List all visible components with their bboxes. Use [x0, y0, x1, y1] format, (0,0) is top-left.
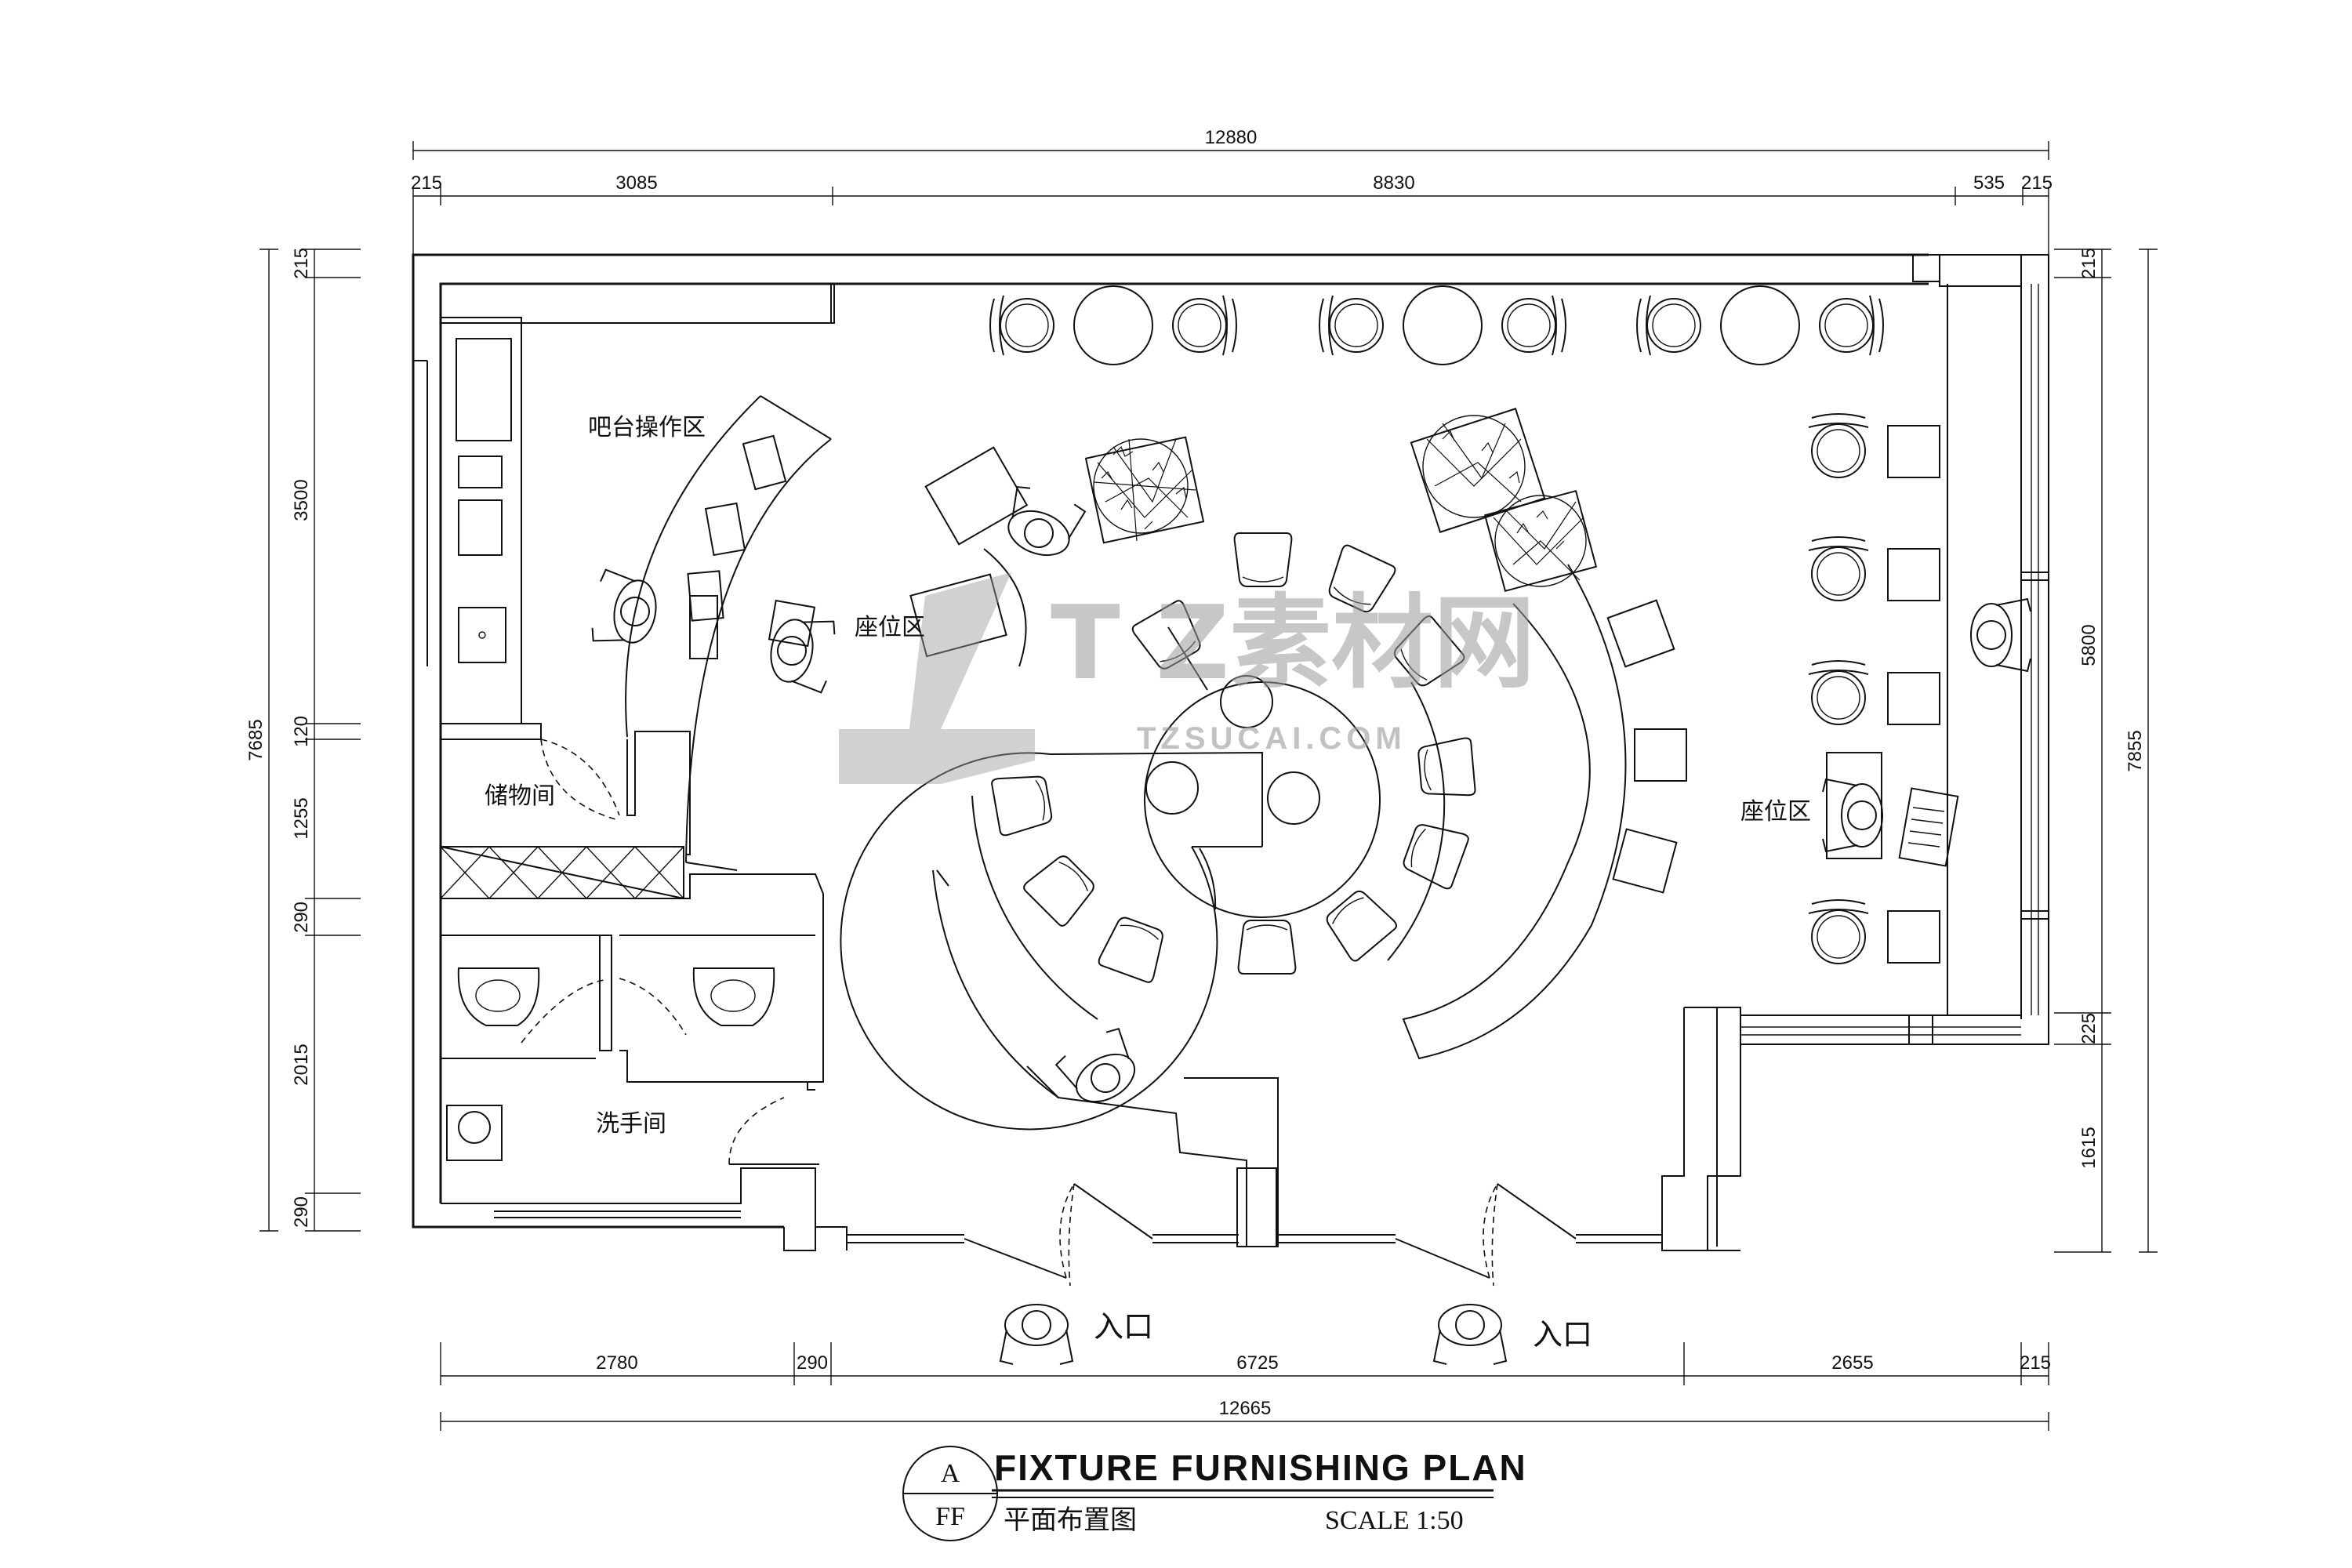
title-block: A FF FIXTURE FURNISHING PLAN 平面布置图 SCALE… — [902, 1446, 1527, 1541]
dim-top-seg-2: 3085 — [615, 172, 657, 194]
label-washroom: 洗手间 — [596, 1110, 666, 1138]
callout-bottom: FF — [935, 1502, 965, 1531]
dim-left-seg-6: 2015 — [291, 1044, 312, 1085]
dim-top-total-label: 12880 — [1205, 127, 1258, 148]
person-table-top — [996, 483, 1087, 566]
dim-bottom-seg-4: 2655 — [1831, 1352, 1873, 1374]
dim-left-seg-5: 290 — [291, 902, 312, 933]
dim-left-seg-4: 1255 — [291, 797, 312, 839]
dimension-bottom-segments: 2780 290 6725 2655 215 — [440, 1342, 2051, 1385]
dim-left-seg-3: 120 — [291, 716, 312, 747]
dim-right-seg-3: 225 — [2078, 1013, 2100, 1044]
watermark-logo: T Z素材网 TZSUCAI.COM — [839, 572, 1535, 784]
dimension-top-segments: 215 3085 8830 535 215 — [411, 172, 2053, 259]
person-bartender — [589, 568, 662, 652]
bar-counter-arc — [625, 395, 832, 871]
dimension-left-segments: 215 3500 120 1255 290 2015 290 — [291, 248, 361, 1232]
callout-top: A — [941, 1459, 960, 1488]
dimension-left-total: 7685 — [245, 249, 278, 1232]
dimension-right-segments: 215 5800 225 1615 — [2054, 248, 2111, 1253]
dim-bottom-seg-5: 215 — [2020, 1352, 2051, 1374]
dim-left-total-label: 7685 — [245, 719, 267, 760]
dim-top-seg-4: 535 — [1973, 172, 2005, 194]
dim-right-seg-4: 1615 — [2078, 1127, 2100, 1168]
bar-back-counter — [441, 317, 522, 724]
top-tables-row — [989, 285, 1884, 365]
planter-right — [1410, 408, 1598, 593]
storage-room — [440, 723, 824, 1091]
laptop-table — [1898, 787, 1959, 867]
dimension-right-total: 7855 — [2125, 249, 2158, 1253]
dim-bottom-total-label: 12665 — [1219, 1398, 1272, 1419]
dim-bottom-seg-3: 6725 — [1236, 1352, 1278, 1374]
label-bar-area: 吧台操作区 — [588, 414, 706, 441]
dim-left-seg-7: 290 — [291, 1196, 312, 1228]
dim-bottom-seg-2: 290 — [797, 1352, 828, 1374]
front-glazing — [413, 360, 1662, 1247]
dim-right-seg-1: 215 — [2078, 248, 2100, 279]
person-entrance-left — [1000, 1304, 1073, 1365]
dim-right-seg-2: 5800 — [2078, 624, 2100, 666]
person-entrance-right — [1433, 1304, 1507, 1365]
entrance-doors — [964, 1183, 1577, 1287]
planter-left — [1084, 436, 1205, 544]
label-entrance-right: 入口 — [1533, 1317, 1592, 1352]
dim-left-seg-2: 3500 — [291, 479, 312, 521]
drawing-subtitle: 平面布置图 — [1004, 1504, 1137, 1536]
central-round-bar — [840, 626, 1446, 1131]
label-storage: 储物间 — [485, 782, 555, 810]
washroom — [441, 935, 819, 1165]
dim-left-seg-1: 215 — [291, 248, 312, 279]
label-seating-right: 座位区 — [1740, 798, 1811, 826]
label-entrance-left: 入口 — [1094, 1309, 1153, 1344]
person-bottom-bar — [1054, 1025, 1148, 1115]
drawing-scale: SCALE 1:50 — [1325, 1506, 1464, 1535]
person-bar-guest — [764, 599, 838, 694]
dim-top-seg-5: 215 — [2021, 172, 2053, 194]
drawing-title: FIXTURE FURNISHING PLAN — [994, 1447, 1527, 1488]
dimension-top-total: 12880 — [412, 127, 2049, 160]
watermark-main: T Z素材网 — [1051, 583, 1535, 702]
counter-wing — [932, 564, 1627, 1247]
dim-top-seg-3: 8830 — [1373, 172, 1414, 194]
person-laptop — [1822, 779, 1883, 852]
dimension-bottom-total: 12665 — [440, 1398, 2049, 1431]
right-tables-column — [1606, 413, 1940, 964]
label-seating-center: 座位区 — [855, 614, 925, 641]
dim-right-total-label: 7855 — [2125, 730, 2146, 771]
watermark-sub: TZSUCAI.COM — [1137, 721, 1406, 756]
dim-bottom-seg-1: 2780 — [596, 1352, 637, 1374]
center-left-tables — [909, 446, 1029, 667]
dim-top-seg-1: 215 — [411, 172, 442, 194]
